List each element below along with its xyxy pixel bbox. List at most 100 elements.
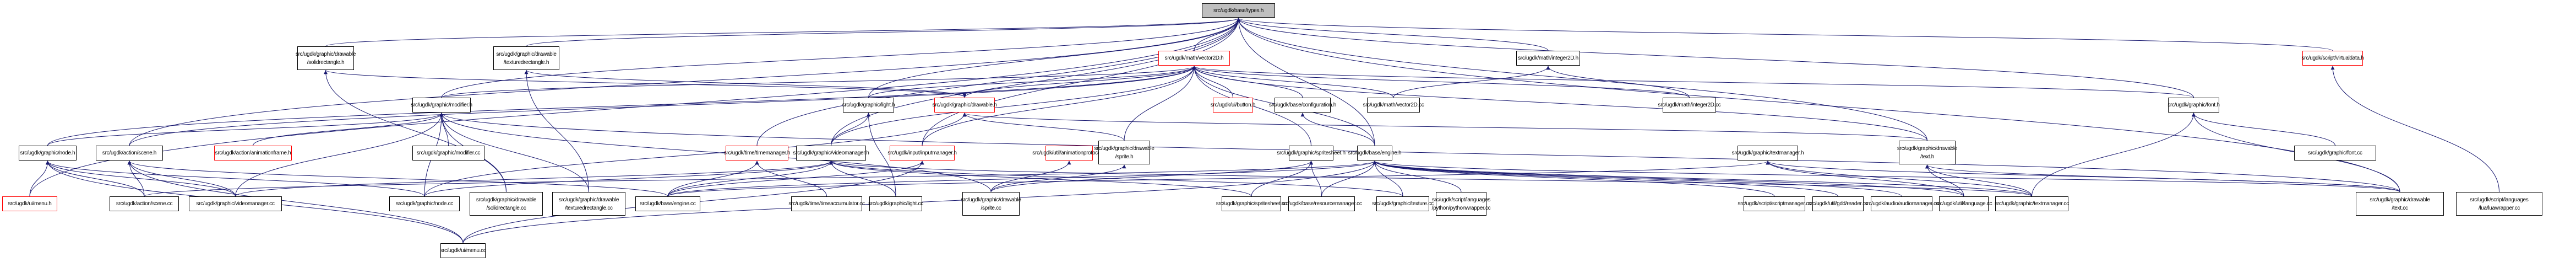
node-language-cc[interactable]: src/ugdk/util/language.cc xyxy=(1936,196,1992,211)
node-textmanager-h[interactable]: src/ugdk/graphic/textmanager.h xyxy=(1732,146,1804,161)
edge-sprite_cc-to-modifier_h xyxy=(439,113,992,193)
edge-sprite_h-to-vector2d_h xyxy=(1124,66,1196,141)
node-texturedrectangle-h[interactable]: src/ugdk/graphic/drawable /texturedrecta… xyxy=(493,46,559,70)
edge-text_cc-to-textmanager_h xyxy=(1766,161,2400,193)
edge-sprite_cc-to-sprite_h xyxy=(990,164,1126,193)
edge-text_cc-to-modifier_h xyxy=(439,113,2400,193)
node-luawrapper-cc[interactable]: src/ugdk/script/languages /lua/luawrappe… xyxy=(2456,192,2542,216)
edge-texrect_cc-to-modifier_h xyxy=(439,113,589,193)
node-videomanager-cc[interactable]: src/ugdk/graphic/videomanager.cc xyxy=(189,196,282,211)
edge-textmanager_cc-to-font_h xyxy=(2032,113,2196,197)
node-texturedrectangle-cc[interactable]: src/ugdk/graphic/drawable /texturedrecta… xyxy=(552,192,625,216)
node-virtualdata-h[interactable]: src/ugdk/script/virtualdata.h xyxy=(2301,51,2364,66)
node-spritesheet-cc[interactable]: src/ugdk/graphic/spritesheet.cc xyxy=(1216,196,1287,211)
node-engine-h[interactable]: src/ugdk/base/engine.h xyxy=(1348,146,1402,161)
edge-videomanager_cc-to-modifier_h xyxy=(235,113,444,197)
node-videomanager-h[interactable]: src/ugdk/graphic/videomanager.h xyxy=(793,146,869,161)
edge-engine_cc-to-timemanager_h xyxy=(667,161,759,197)
edge-videomanager_cc-to-videomanager_h xyxy=(235,161,833,197)
node-sprite-h[interactable]: src/ugdk/graphic/drawable /sprite.h xyxy=(1094,141,1154,164)
node-animationprotocol-h[interactable]: src/ugdk/util/animationprotocol.h xyxy=(1032,146,1106,161)
node-textmanager-cc[interactable]: src/ugdk/graphic/textmanager.cc xyxy=(1995,196,2069,211)
edge-engine_cc-to-engine_h xyxy=(667,161,1377,197)
node-light-h[interactable]: src/ugdk/graphic/light.h xyxy=(842,98,895,113)
edge-integer2d_h-to-types_h xyxy=(1237,18,1549,51)
node-drawable-h[interactable]: src/ugdk/graphic/drawable.h xyxy=(933,98,997,113)
node-gdd-reader-cc[interactable]: src/ugdk/util/gdd/reader.cc xyxy=(1808,196,1868,211)
edge-light_h-to-types_h xyxy=(868,18,1240,98)
node-engine-cc[interactable]: src/ugdk/base/engine.cc xyxy=(635,196,700,211)
edge-resourcemanager_cc-to-spritesheet_h xyxy=(1309,161,1322,197)
node-timemanager-h[interactable]: src/ugdk/time/timemanager.h xyxy=(724,146,790,161)
edge-font_h-to-vector2d_h xyxy=(1192,66,2194,98)
node-solidrectangle-h[interactable]: src/ugdk/graphic/drawable /solidrectangl… xyxy=(296,46,356,70)
edge-textmanager_cc-to-engine_h xyxy=(1373,161,2032,197)
edge-videomanager_h-to-light_h xyxy=(831,113,870,146)
node-audiomanager-cc[interactable]: src/ugdk/audio/audiomanager.cc xyxy=(1865,196,1939,211)
edge-scene_cc-to-node_h xyxy=(46,161,145,197)
node-button-h[interactable]: src/ugdk/ui/button.h xyxy=(1211,98,1255,113)
node-font-cc[interactable]: src/ugdk/graphic/font.cc xyxy=(2294,146,2376,161)
edge-scriptmanager_cc-to-engine_h xyxy=(1373,161,1775,197)
edge-spritesheet_cc-to-spritesheet_h xyxy=(1251,161,1313,197)
node-integer2d-cc[interactable]: src/ugdk/math/integer2D.cc xyxy=(1658,98,1721,113)
edge-node_cc-to-node_h xyxy=(46,161,425,197)
node-animationframe-h[interactable]: src/ugdk/action/animationframe.h xyxy=(214,146,292,161)
node-menu-cc[interactable]: src/ugdk/ui/menu.cc xyxy=(440,243,486,258)
node-pythonwrapper-cc[interactable]: src/ugdk/script/languages /python/python… xyxy=(1432,192,1491,216)
node-inputmanager-h[interactable]: src/ugdk/input/inputmanager.h xyxy=(887,146,957,161)
node-scriptmanager-cc[interactable]: src/ugdk/script/scriptmanager.cc xyxy=(1738,196,1811,211)
edge-node_h-to-vector2d_h xyxy=(47,66,1196,146)
node-text-h[interactable]: src/ugdk/graphic/drawable /text.h xyxy=(1897,141,1957,164)
edge-modifier_h-to-vector2d_h xyxy=(441,66,1196,98)
edge-videomanager_cc-to-node_h xyxy=(46,161,236,197)
edge-menu_cc-to-scene_h xyxy=(127,161,464,244)
node-types-h[interactable]: src/ugdk/base/types.h xyxy=(1202,3,1275,18)
edge-solidrect_h-to-drawable_h xyxy=(325,69,967,98)
node-sprite-cc[interactable]: src/ugdk/graphic/drawable /sprite.cc xyxy=(961,192,1021,216)
edge-scene_cc-to-engine_h xyxy=(144,161,1377,197)
node-font-h[interactable]: src/ugdk/graphic/font.h xyxy=(2167,98,2220,113)
node-spritesheet-h[interactable]: src/ugdk/graphic/spritesheet.h xyxy=(1277,146,1346,161)
edge-menu_h-to-types_h xyxy=(29,18,1240,197)
edge-text_h-to-types_h xyxy=(1237,18,1927,141)
edge-text_cc-to-engine_h xyxy=(1373,161,2400,193)
node-resourcemanager-cc[interactable]: src/ugdk/base/resourcemanager.cc xyxy=(1281,196,1362,211)
node-node-cc[interactable]: src/ugdk/graphic/node.cc xyxy=(389,196,460,211)
node-configuration-h[interactable]: src/ugdk/base/configuration.h xyxy=(1269,98,1336,113)
node-modifier-cc[interactable]: src/ugdk/graphic/modifier.cc xyxy=(412,146,484,161)
edge-spritesheet_cc-to-videomanager_h xyxy=(829,161,1252,197)
edge-videomanager_h-to-vector2d_h xyxy=(831,66,1196,146)
edge-luawrapper_cc-to-virtualdata_h xyxy=(2330,66,2499,193)
edge-node_cc-to-videomanager_h xyxy=(424,161,833,197)
node-vector2d-cc[interactable]: src/ugdk/math/vector2D.cc xyxy=(1363,98,1424,113)
edge-sprite_cc-to-spritesheet_h xyxy=(990,161,1313,193)
edge-integer2d_cc-to-vector2d_h xyxy=(1192,66,1690,98)
edge-scene_cc-to-scene_h xyxy=(127,161,145,197)
edge-engine_h-to-types_h xyxy=(1237,18,1375,146)
node-node-h[interactable]: src/ugdk/graphic/node.h xyxy=(19,146,77,161)
node-integer2d-h[interactable]: src/ugdk/math/integer2D.h xyxy=(1516,51,1580,66)
node-menu-h[interactable]: src/ugdk/ui/menu.h xyxy=(2,196,57,211)
edge-inputmanager_h-to-vector2d_h xyxy=(922,66,1196,146)
edge-texrect_h-to-types_h xyxy=(526,18,1240,47)
edge-vector2d_cc-to-integer2d_h xyxy=(1393,66,1550,98)
node-solidrectangle-cc[interactable]: src/ugdk/graphic/drawable /solidrectangl… xyxy=(470,192,543,216)
edge-texture_cc-to-engine_h xyxy=(1373,161,1403,197)
edge-text_cc-to-text_h xyxy=(1925,164,2400,193)
edge-light_cc-to-videomanager_h xyxy=(829,161,896,197)
node-scene-cc[interactable]: src/ugdk/action/scene.cc xyxy=(110,196,179,211)
node-modifier-h[interactable]: src/ugdk/graphic/modifier.h xyxy=(411,98,472,113)
node-vector2d-h[interactable]: src/ugdk/math/vector2D.h xyxy=(1158,51,1230,66)
node-texture-cc[interactable]: src/ugdk/graphic/texture.cc xyxy=(1372,196,1434,211)
edge-gddreader_cc-to-engine_h xyxy=(1373,161,1838,197)
edge-virtualdata_h-to-types_h xyxy=(1237,18,2333,51)
edge-node_h-to-modifier_h xyxy=(47,113,444,146)
node-light-cc[interactable]: src/ugdk/graphic/light.cc xyxy=(868,196,923,211)
edge-language_cc-to-engine_h xyxy=(1373,161,1964,197)
node-timeaccumulator-cc[interactable]: src/ugdk/time/timeaccumulator.cc xyxy=(788,196,865,211)
node-scene-h[interactable]: src/ugdk/action/scene.h xyxy=(96,146,163,161)
node-text-cc[interactable]: src/ugdk/graphic/drawable /text.cc xyxy=(2356,192,2444,216)
edge-menu_h-to-node_h xyxy=(29,161,50,197)
edge-text_h-to-vector2d_h xyxy=(1192,66,1927,141)
